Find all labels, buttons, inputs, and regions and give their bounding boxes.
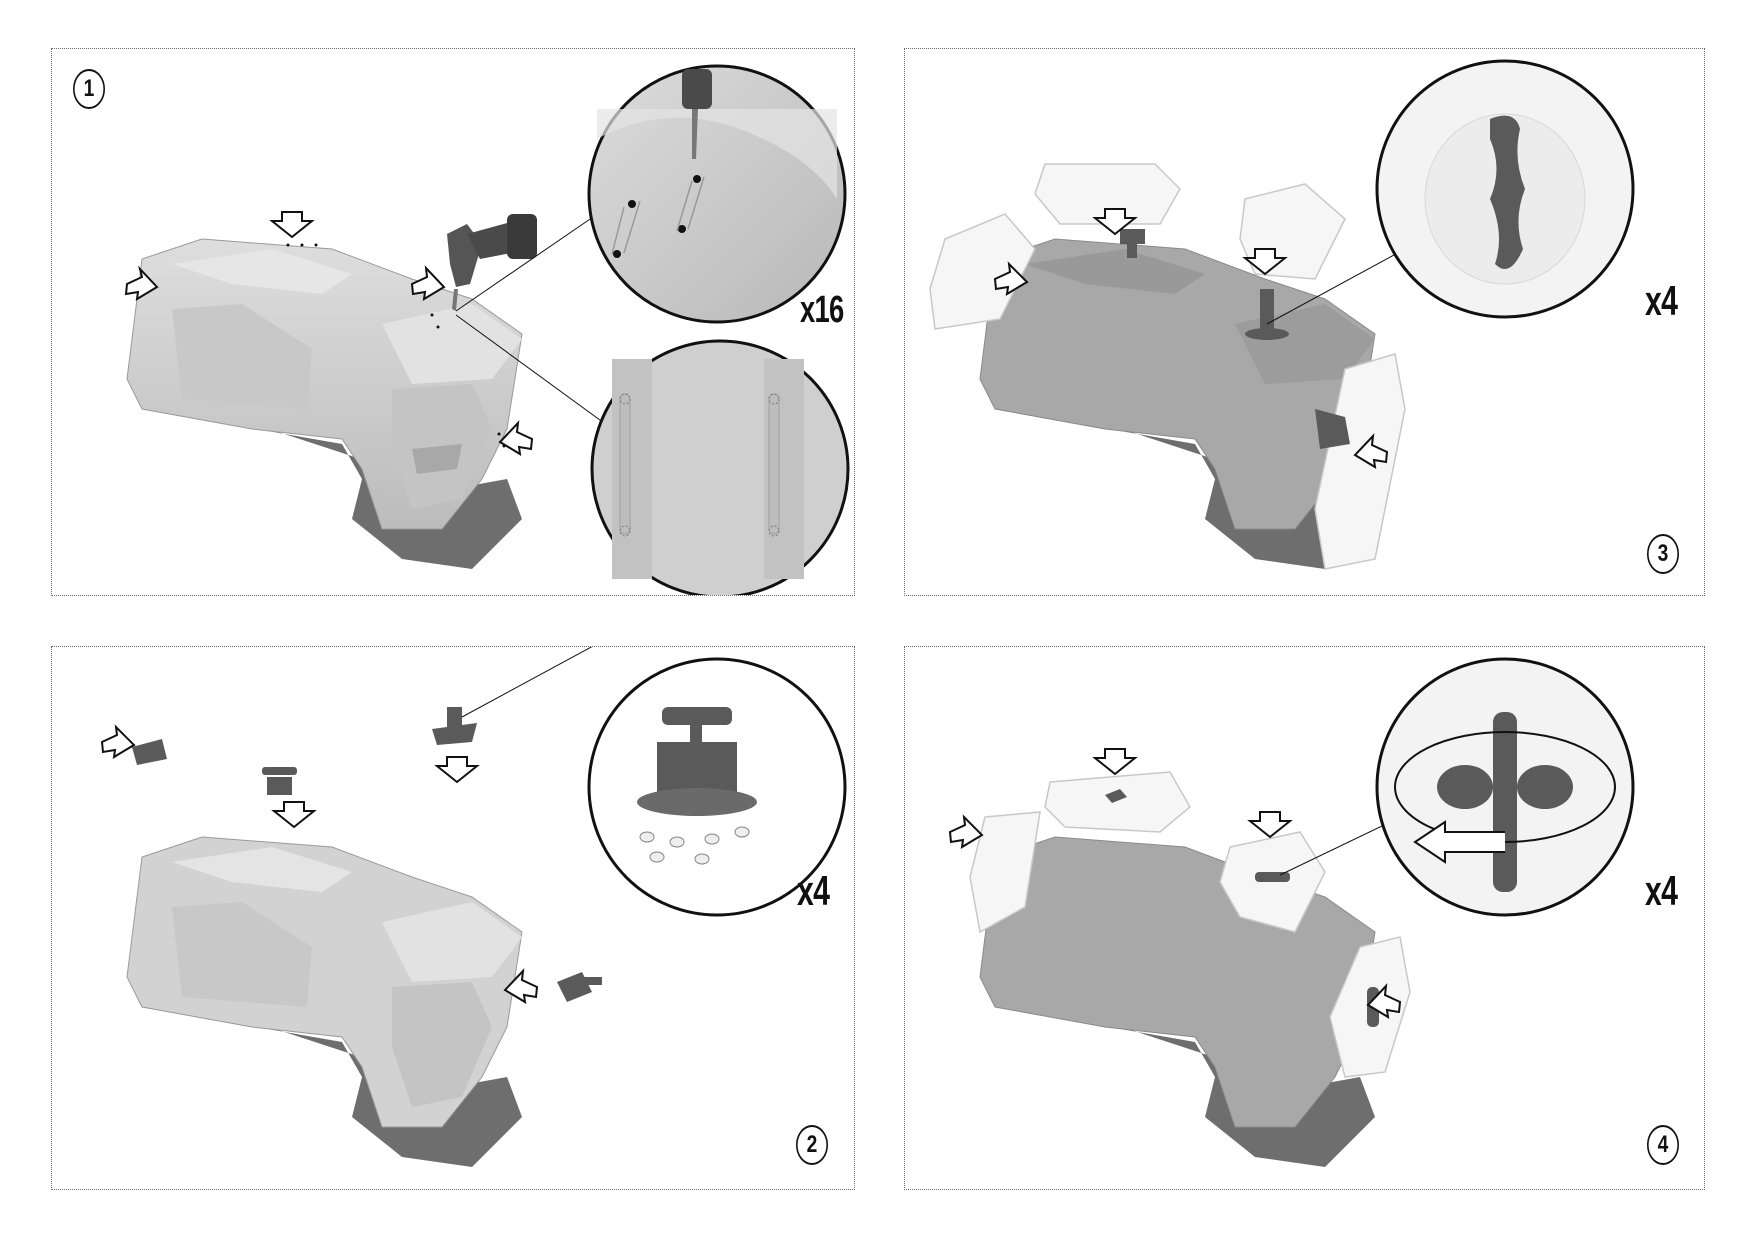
- zoom-detail: [1375, 59, 1635, 319]
- quantity-label: x4: [797, 867, 830, 914]
- quantity-label: x4: [1645, 277, 1678, 324]
- step-number: 1: [73, 69, 105, 109]
- drill-icon: [447, 214, 537, 311]
- canister-icon: [969, 771, 1411, 1078]
- arrow-icon: [124, 211, 534, 456]
- step-1-illustration: [124, 64, 850, 595]
- step-4-panel: 4 x4: [904, 646, 1705, 1190]
- step-1-panel: 1 x16: [51, 48, 855, 596]
- step-number: 2: [796, 1125, 828, 1165]
- step-number: 3: [1647, 534, 1679, 574]
- step-number: 4: [1647, 1125, 1679, 1165]
- zoom-detail: [1375, 657, 1635, 917]
- tank-body: [126, 836, 523, 1167]
- step-3-illustration: [929, 59, 1635, 570]
- mount-bracket-icon: [132, 707, 602, 1002]
- tank-body: [126, 238, 523, 569]
- tank-body: [979, 238, 1376, 569]
- quantity-label: x4: [1645, 867, 1678, 914]
- rotate-arrow-icon: [1394, 731, 1616, 864]
- zoom-detail: [587, 657, 847, 917]
- step-3-panel: 3 x4: [904, 48, 1705, 596]
- arrow-icon: [948, 748, 1402, 1019]
- drill-holes: [286, 243, 506, 448]
- step-4-illustration: [948, 657, 1635, 1167]
- mount-bracket-icon: [1120, 229, 1350, 449]
- step-2-panel: 2 x4: [51, 646, 855, 1190]
- step-2-illustration: [100, 647, 847, 1167]
- zoom-detail-top: [587, 64, 847, 324]
- arrow-icon: [993, 208, 1389, 469]
- arrow-icon: [100, 724, 539, 1004]
- zoom-detail-bottom: [590, 339, 850, 595]
- quantity-label: x16: [800, 289, 844, 331]
